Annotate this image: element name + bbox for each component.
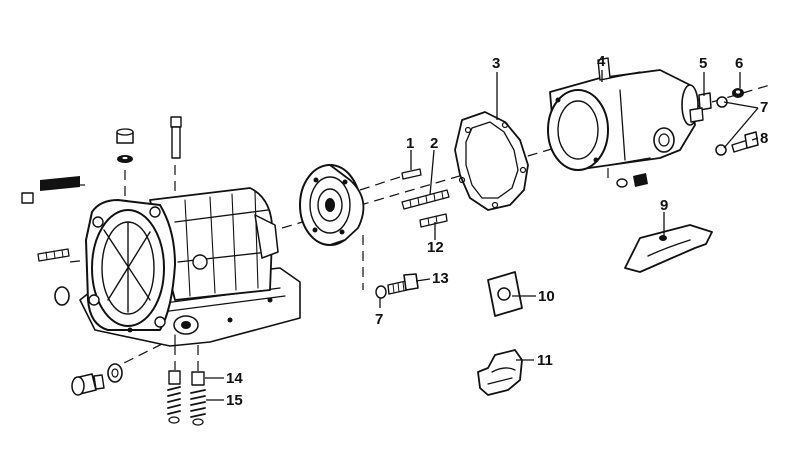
bolt-and-washer-13: [375, 273, 419, 299]
valve-spring-assemblies: [167, 370, 206, 426]
callout-11: 11: [537, 352, 553, 369]
transmission-case: [79, 187, 301, 347]
callout-12: 12: [427, 239, 444, 256]
callout-6: 6: [735, 55, 743, 72]
callout-7-lower: 7: [375, 311, 383, 328]
support-bracket: [624, 224, 713, 273]
case-small-parts: [21, 116, 182, 396]
callout-9: 9: [660, 197, 668, 214]
callout-10: 10: [538, 288, 555, 305]
callout-13: 13: [432, 270, 449, 287]
callout-2: 2: [430, 135, 438, 152]
callout-4: 4: [597, 53, 606, 70]
extension-housing: [547, 57, 699, 171]
callout-8: 8: [760, 130, 768, 147]
leader-lines: [205, 70, 759, 401]
callout-labels: 1 2 3 4 5 6 7 7 8 9 10 11 12 13 14 15: [226, 53, 768, 409]
callout-1: 1: [406, 135, 414, 152]
callout-15: 15: [226, 392, 243, 409]
callout-14: 14: [226, 370, 243, 387]
gasket: [454, 111, 529, 211]
retaining-clip: [477, 349, 523, 396]
callout-7-upper: 7: [760, 99, 768, 116]
housing-fasteners: [616, 88, 759, 188]
studs: [401, 168, 450, 228]
output-flange: [299, 164, 365, 246]
callout-5: 5: [699, 55, 707, 72]
mounting-plate: [487, 271, 523, 317]
callout-3: 3: [492, 55, 500, 72]
